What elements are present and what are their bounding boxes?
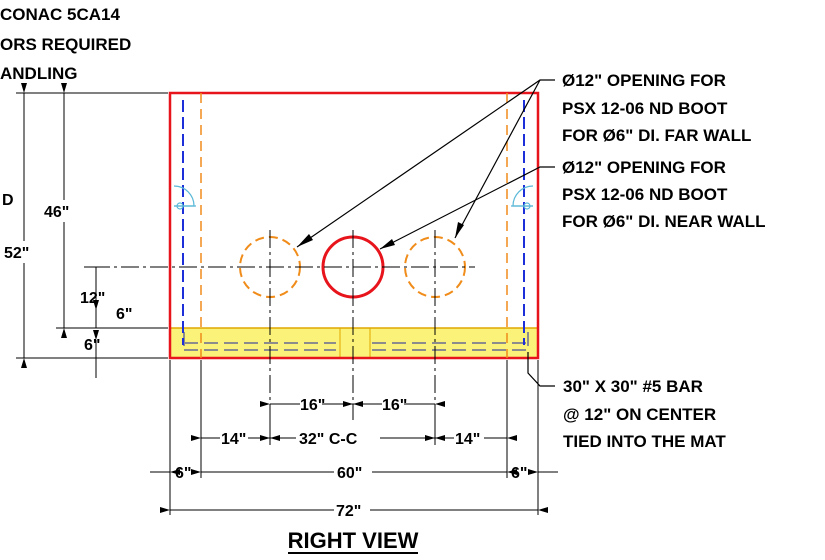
dim-60: 60" <box>337 465 362 482</box>
dim-14-left: 14" <box>221 431 246 448</box>
note-line-2: ORS REQUIRED <box>0 35 131 54</box>
dim-46: 46" <box>44 204 69 221</box>
center-lines <box>92 230 475 415</box>
inner-wall-lines <box>200 93 508 358</box>
near-wall-line-3: FOR Ø6" DI. NEAR WALL <box>562 212 766 231</box>
note-line-3: ANDLING <box>0 64 77 83</box>
callout-leaders <box>296 79 555 387</box>
dim-52: 52" <box>4 245 29 262</box>
top-left-note: CONAC 5CA14 ORS REQUIRED ANDLING <box>0 5 131 83</box>
dim-6-bottom-right: 6" <box>511 465 527 482</box>
callout-arrowheads <box>297 222 464 249</box>
near-wall-line-1: Ø12" OPENING FOR <box>562 158 726 177</box>
blue-hidden-lines <box>182 100 525 345</box>
far-wall-line-1: Ø12" OPENING FOR <box>562 71 726 90</box>
dim-16-left: 16" <box>300 397 325 414</box>
callout-far-wall: Ø12" OPENING FOR PSX 12-06 ND BOOT FOR Ø… <box>562 71 751 145</box>
dim-d-fragment: D <box>2 192 14 209</box>
dim-32-cc: 32" C-C <box>299 431 358 448</box>
rebar-mat <box>183 332 529 352</box>
dim-14-right: 14" <box>455 431 480 448</box>
dim-6-bottom-left: 6" <box>175 465 191 482</box>
structure-outline <box>168 91 540 360</box>
far-wall-line-2: PSX 12-06 ND BOOT <box>562 99 728 118</box>
dim-6-upper: 6" <box>116 306 132 323</box>
callout-rebar: 30" X 30" #5 BAR @ 12" ON CENTER TIED IN… <box>563 377 726 451</box>
vertical-dimension-lines <box>16 83 168 378</box>
dim-6-lower: 6" <box>84 337 100 354</box>
dim-72: 72" <box>336 503 361 520</box>
lifting-insert-left <box>173 185 196 210</box>
horizontal-dimension-lines <box>150 360 558 515</box>
dim-16-right: 16" <box>382 397 407 414</box>
note-line-1: CONAC 5CA14 <box>0 5 121 24</box>
rebar-line-1: 30" X 30" #5 BAR <box>563 377 703 396</box>
callout-near-wall: Ø12" OPENING FOR PSX 12-06 ND BOOT FOR Ø… <box>562 158 766 231</box>
rebar-line-3: TIED INTO THE MAT <box>563 432 726 451</box>
lifting-insert-right <box>511 185 534 210</box>
near-wall-line-2: PSX 12-06 ND BOOT <box>562 185 728 204</box>
dim-12: 12" <box>80 290 105 307</box>
rebar-line-2: @ 12" ON CENTER <box>563 405 716 424</box>
view-title: RIGHT VIEW <box>288 528 419 553</box>
far-wall-line-3: FOR Ø6" DI. FAR WALL <box>562 126 751 145</box>
